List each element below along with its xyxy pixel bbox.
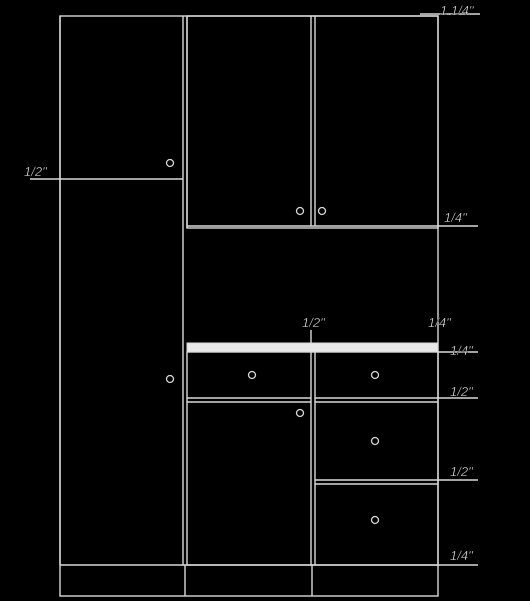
label-counter-center: 1/2"	[302, 315, 326, 330]
label-drawer-gap-2: 1/2"	[450, 464, 474, 479]
left-drawer-knob	[247, 370, 257, 380]
label-counter-thickness: 1/4"	[450, 343, 474, 358]
label-upper-bottom: 1/4"	[444, 210, 468, 225]
label-top-reveal: 1 1/4"	[440, 3, 475, 18]
label-pantry-split: 1/2"	[24, 164, 48, 179]
cabinet-outline	[59, 15, 439, 597]
base-door-knob	[295, 408, 305, 418]
right-drawer1-knob	[370, 370, 380, 380]
upper-left-door-knob	[295, 206, 305, 216]
pantry-lower-knob	[165, 374, 175, 384]
label-counter-right: 1/4"	[428, 315, 452, 330]
upper-cabinet	[186, 15, 439, 229]
label-toe-kick: 1/4"	[450, 548, 474, 563]
base-cabinet	[186, 351, 439, 566]
right-drawer2-knob	[370, 436, 380, 446]
right-drawer3-knob	[370, 515, 380, 525]
pantry-upper-knob	[165, 158, 175, 168]
label-drawer-gap-1: 1/2"	[450, 384, 474, 399]
upper-right-door-knob	[317, 206, 327, 216]
countertop	[186, 342, 439, 353]
